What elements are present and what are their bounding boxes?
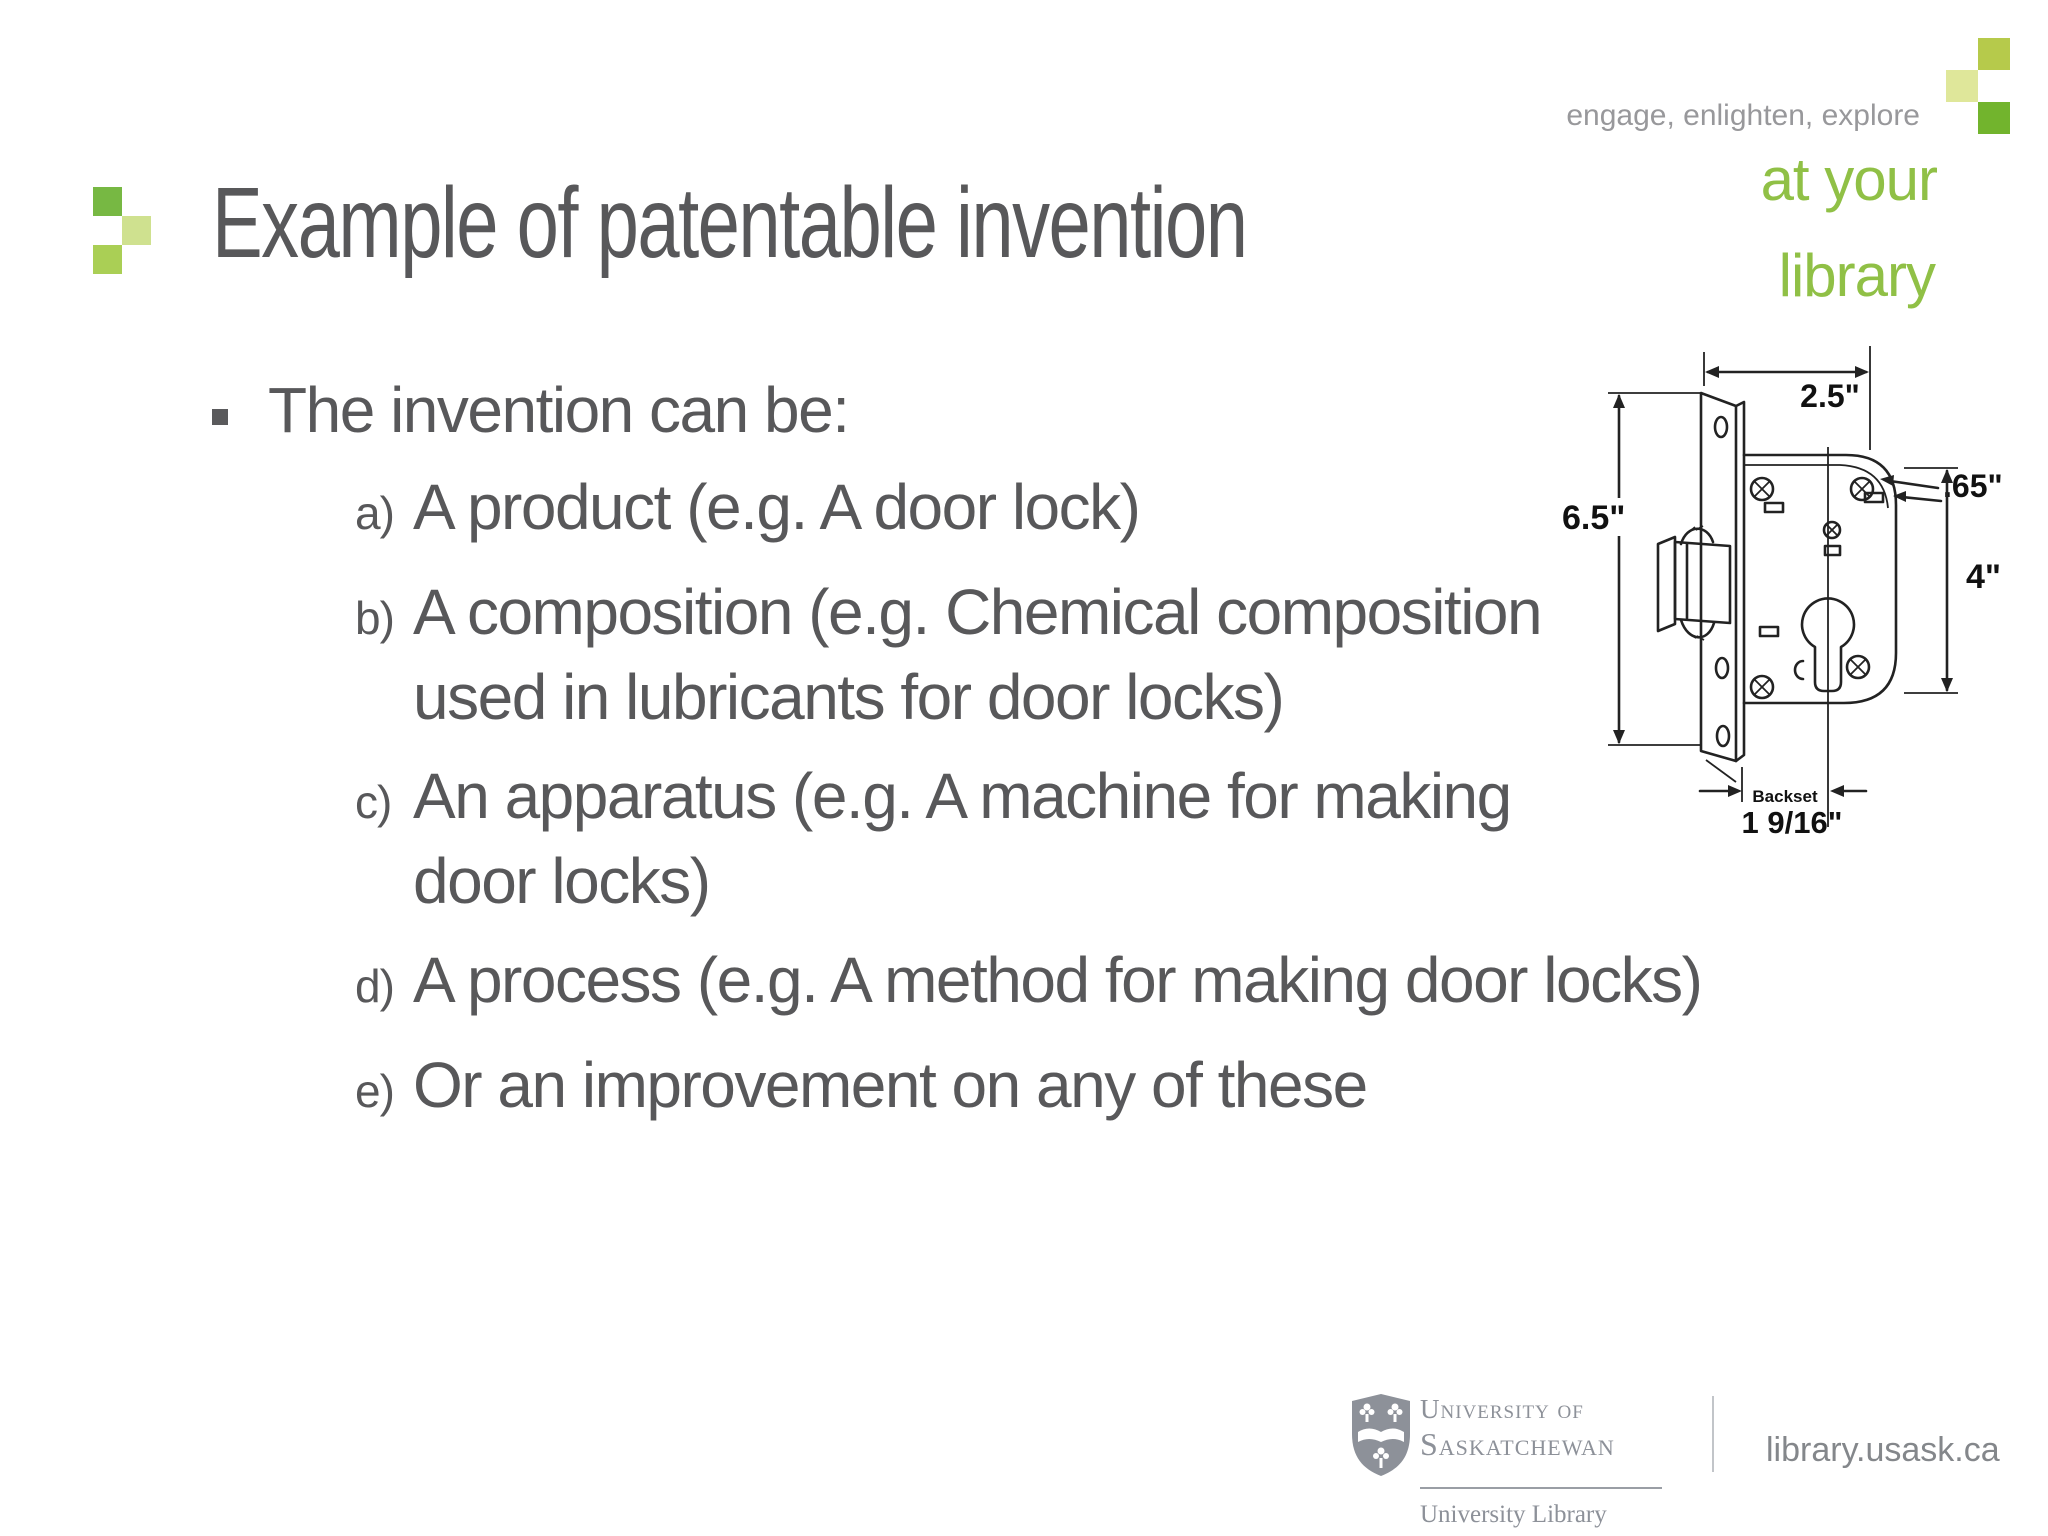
list-item: b) A composition (e.g. Chemical composit… bbox=[355, 570, 1815, 740]
list-item-text: A composition (e.g. Chemical composition… bbox=[413, 576, 1543, 733]
list-item-label: a) bbox=[355, 487, 395, 539]
brand-tagline: engage, enlighten, explore bbox=[1566, 99, 1920, 132]
list-item: c) An apparatus (e.g. A machine for maki… bbox=[355, 754, 1815, 924]
cam-icon bbox=[1793, 659, 1805, 681]
page-title: Example of patentable invention bbox=[212, 167, 1248, 279]
screw-icon bbox=[1749, 674, 1775, 700]
library-website-url: library.usask.ca bbox=[1766, 1431, 2000, 1469]
title-accent-square-pale bbox=[122, 216, 151, 245]
bullet-square-icon bbox=[212, 409, 228, 425]
brand-square-olive bbox=[1978, 38, 2010, 70]
svg-text:4": 4" bbox=[1966, 558, 2001, 596]
university-shield-logo bbox=[1352, 1394, 1410, 1476]
university-library-label: University Library bbox=[1420, 1501, 1607, 1528]
screw-icon bbox=[1845, 654, 1871, 680]
dimension-width: 2.5" bbox=[1703, 346, 1871, 450]
university-name-line2: Saskatchewan bbox=[1420, 1426, 1615, 1462]
list-item-text: A process (e.g. A method for making door… bbox=[413, 944, 1703, 1016]
svg-text:2.5": 2.5" bbox=[1800, 378, 1860, 414]
list-item-label: b) bbox=[355, 592, 395, 644]
brand-square-pale bbox=[1946, 70, 1978, 102]
screw-icon bbox=[1749, 476, 1775, 502]
footer-rule bbox=[1420, 1487, 1662, 1489]
latch-bolt bbox=[1656, 525, 1732, 641]
title-accent-square-dark bbox=[93, 187, 122, 216]
list-item-text: An apparatus (e.g. A machine for making … bbox=[413, 760, 1512, 917]
list-item: a) A product (e.g. A door lock) bbox=[355, 465, 1815, 556]
list-item: e) Or an improvement on any of these bbox=[355, 1043, 1815, 1134]
university-name-line1: University of bbox=[1420, 1394, 1584, 1424]
svg-text:6.5": 6.5" bbox=[1562, 499, 1625, 537]
title-accent-square-mid bbox=[93, 245, 122, 274]
svg-text:.65": .65" bbox=[1943, 468, 2003, 504]
dimension-edge-thickness: .65" bbox=[1880, 468, 2003, 504]
door-lock-diagram: 2.5" .65" 6.5" 4" Backset 1 9/16" bbox=[1560, 346, 2003, 840]
list-item-text: Or an improvement on any of these bbox=[413, 1049, 1368, 1121]
faceplate bbox=[1699, 391, 1746, 763]
brand-square-green bbox=[1978, 102, 2010, 134]
svg-text:Backset: Backset bbox=[1752, 787, 1818, 806]
list-item-label: d) bbox=[355, 960, 395, 1012]
screw-icon bbox=[1849, 476, 1875, 502]
lettered-list: a) A product (e.g. A door lock) b) A com… bbox=[355, 465, 1815, 1148]
list-item-label: c) bbox=[355, 776, 392, 828]
dimension-body-height: 4" bbox=[1904, 467, 2001, 694]
screw-icon bbox=[1822, 520, 1842, 540]
keyhole-icon bbox=[1800, 597, 1856, 693]
dimension-backset: Backset 1 9/16" bbox=[1698, 759, 1868, 840]
dimension-faceplate-height: 6.5" bbox=[1560, 392, 1700, 746]
lock-body bbox=[1742, 453, 1898, 705]
list-item-text: A product (e.g. A door lock) bbox=[413, 471, 1141, 543]
svg-text:1 9/16": 1 9/16" bbox=[1742, 805, 1843, 840]
list-item-label: e) bbox=[355, 1065, 395, 1117]
list-item: d) A process (e.g. A method for making d… bbox=[355, 938, 1815, 1029]
footer-divider bbox=[1712, 1396, 1714, 1472]
brand-wordmark-line2: library bbox=[1778, 242, 1936, 309]
intro-text: The invention can be: bbox=[268, 374, 850, 446]
brand-wordmark-line1: at your bbox=[1760, 146, 1938, 213]
